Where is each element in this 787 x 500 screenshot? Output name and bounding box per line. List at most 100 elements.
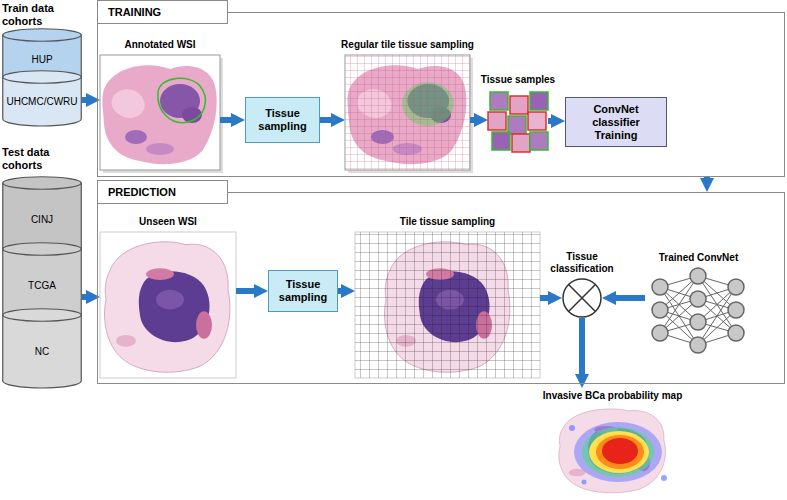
cylinder-top <box>3 177 82 190</box>
image-heading: Tissue samples <box>481 74 555 86</box>
network-icon <box>652 268 744 353</box>
tiled-slide <box>355 232 540 378</box>
node-label: UHCMC/CWRU <box>6 96 77 108</box>
illustration-part <box>512 134 530 152</box>
cylinder-body <box>3 35 82 84</box>
stage-panel: PREDICTIONUnseen WSITissue samplingTile … <box>97 192 785 384</box>
classifier-operator: Tissue classification <box>562 278 602 318</box>
node-label: NC <box>35 346 49 358</box>
cylinder-top <box>3 71 82 84</box>
panel-tab: PREDICTION <box>97 180 228 204</box>
node-label: Tissue sampling <box>275 278 331 304</box>
process-box: Tissue sampling <box>245 97 320 143</box>
illustration-part <box>728 302 744 318</box>
illustration-part <box>158 78 206 122</box>
illustration-part <box>102 65 216 164</box>
illustration-part <box>530 92 548 110</box>
image-heading: Tissue classification <box>550 251 613 275</box>
illustration-part <box>728 279 744 295</box>
flow-arrow <box>338 288 347 294</box>
process-box: Tissue sampling <box>268 270 338 312</box>
slide-image: Unseen WSI <box>100 232 236 378</box>
operator-outline <box>562 278 602 318</box>
node-label: CINJ <box>31 214 53 226</box>
data-cohort-cylinder: UHCMC/CWRU <box>2 70 82 126</box>
image-heading: Trained ConvNet <box>659 252 738 264</box>
illustration-part <box>345 55 470 170</box>
illustration-part <box>490 92 508 110</box>
illustration-part <box>661 475 667 481</box>
flow-arrow <box>320 117 337 123</box>
illustration-part <box>690 337 706 353</box>
flow-arrow <box>220 117 237 123</box>
flow-arrow <box>470 117 480 123</box>
annotated-slide <box>100 55 223 173</box>
stage-panel: TRAININGAnnotated WSITissue samplingRegu… <box>97 12 785 177</box>
illustration-part <box>690 291 706 307</box>
node-label: ConvNet classifier Training <box>572 103 660 142</box>
illustration-part <box>589 431 649 473</box>
flow-arrow <box>236 288 260 294</box>
illustration-part <box>530 132 548 150</box>
flow-arrow <box>704 177 710 184</box>
slide-image: Annotated WSI <box>100 55 220 170</box>
illustration-part <box>559 409 666 493</box>
illustration-part <box>582 480 587 485</box>
illustration-part <box>652 325 668 341</box>
image-heading: Invasive BCa probability map <box>525 388 700 402</box>
cylinder-body <box>3 183 82 256</box>
group-label: Test data cohorts <box>2 146 82 172</box>
network-icon: Trained ConvNet <box>645 268 752 352</box>
flow-arrow <box>579 318 585 380</box>
illustration-part <box>105 242 230 372</box>
illustration-part <box>569 425 575 431</box>
illustration-part <box>690 268 706 284</box>
illustration-part <box>602 438 638 464</box>
flow-arrow <box>610 295 645 301</box>
probability-map: Invasive BCa probability map <box>525 388 700 496</box>
panel-tab: TRAINING <box>97 0 228 24</box>
illustration-part <box>528 112 546 130</box>
illustration-part <box>574 422 662 482</box>
cylinder-body <box>3 249 82 322</box>
slide-image: Regular tile tissue sampling <box>345 55 470 170</box>
image-heading: Regular tile tissue sampling <box>341 39 474 51</box>
illustration-part <box>660 276 736 345</box>
tissue-tiles <box>488 92 548 152</box>
node-label: Tissue sampling <box>252 107 313 133</box>
flow-arrow <box>82 97 92 103</box>
illustration-part <box>728 325 744 341</box>
slide-image: Tile tissue sampling <box>355 232 540 378</box>
illustration-part <box>492 132 510 150</box>
cylinder-top <box>3 309 82 322</box>
image-heading: Annotated WSI <box>124 39 195 51</box>
flow-arrow <box>82 294 92 300</box>
unseen-slide <box>100 232 236 378</box>
illustration-part <box>690 314 706 330</box>
illustration-part <box>652 268 744 353</box>
illustration-part <box>100 55 220 170</box>
operator-circle <box>563 279 601 317</box>
probability-map-image <box>559 409 667 493</box>
cylinder-top <box>3 29 82 42</box>
illustration-part <box>355 232 540 378</box>
image-heading: Tile tissue sampling <box>400 216 495 228</box>
flow-arrow <box>548 118 557 124</box>
illustration-part <box>652 279 668 295</box>
process-box: ConvNet classifier Training <box>565 97 667 147</box>
cylinder-body <box>3 315 82 388</box>
illustration-part <box>100 232 236 378</box>
cylinder-body <box>3 77 82 126</box>
illustration-part <box>345 55 470 170</box>
tile-stack: Tissue samples <box>488 90 548 152</box>
image-heading: Unseen WSI <box>139 216 197 228</box>
node-label: TCGA <box>28 280 56 292</box>
illustration-part <box>488 112 506 130</box>
flow-arrow <box>540 295 554 301</box>
illustration-part <box>355 232 540 378</box>
group-label: Train data cohorts <box>2 2 82 28</box>
node-label: HUP <box>31 54 52 66</box>
